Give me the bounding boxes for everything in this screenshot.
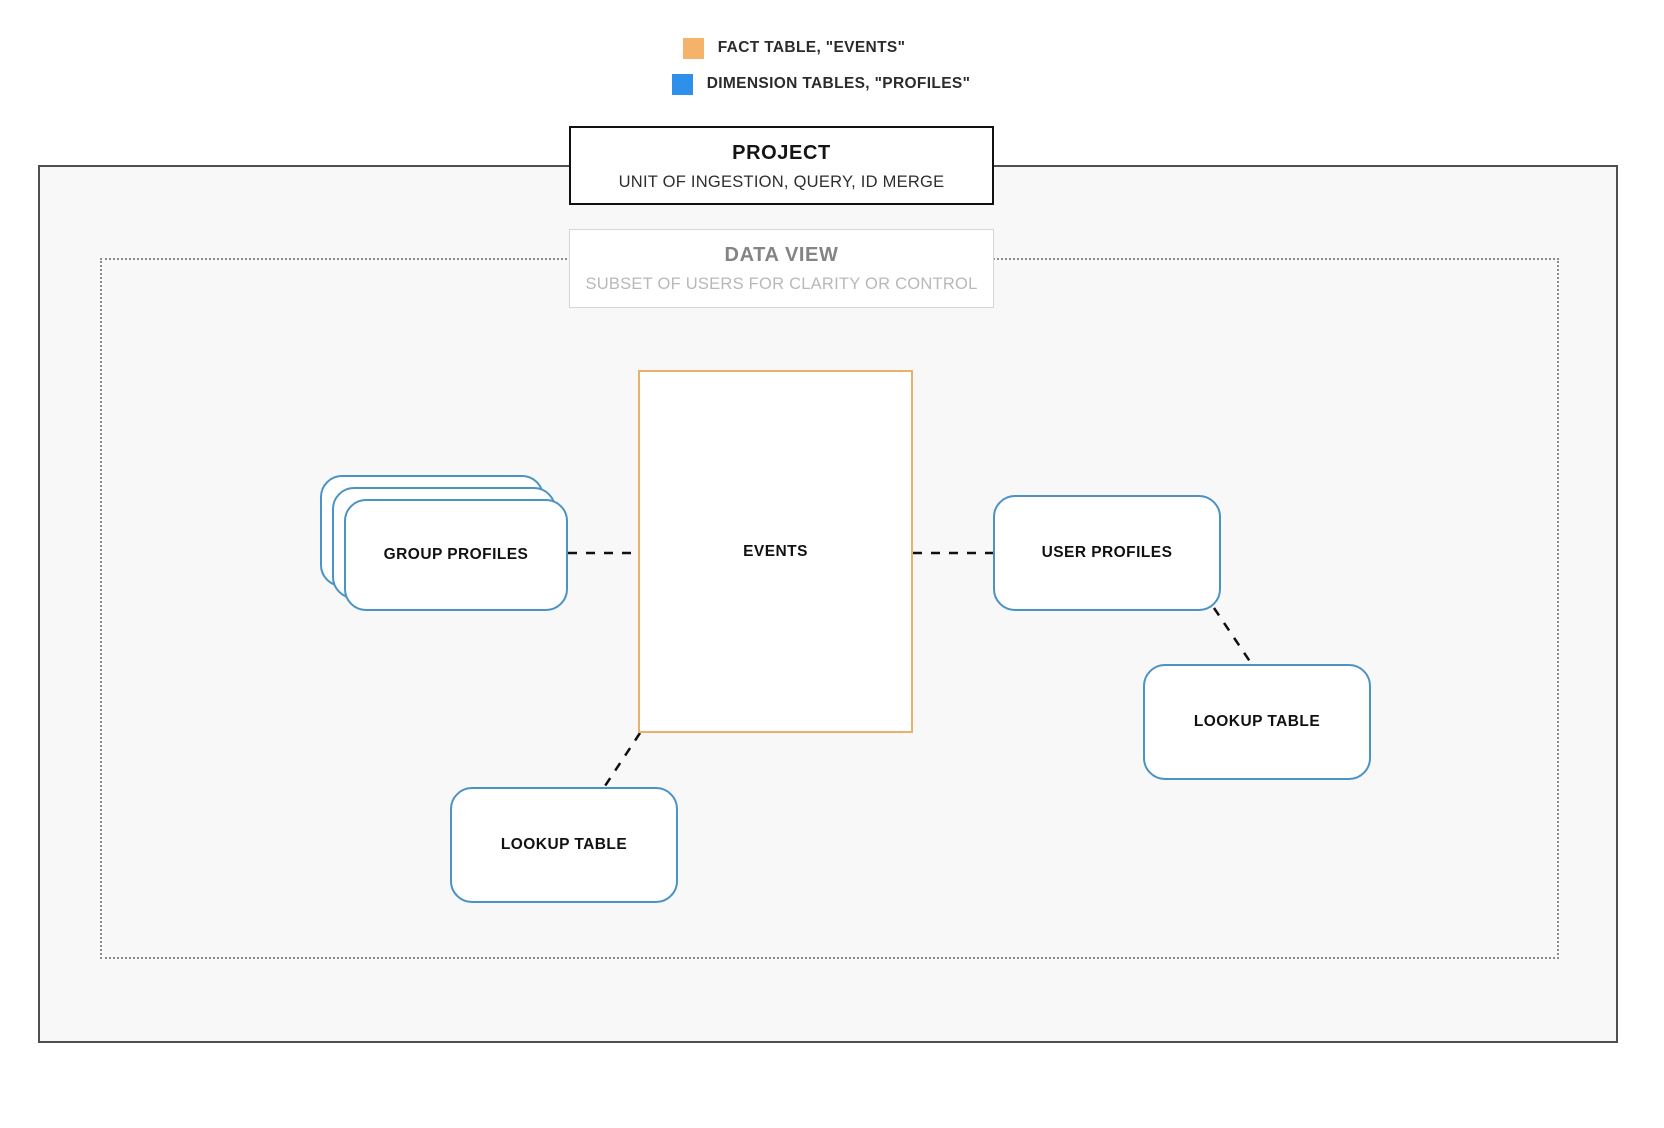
data-view-title: DATA VIEW xyxy=(724,244,839,266)
node-lookup-table-right-label: LOOKUP TABLE xyxy=(1193,713,1321,730)
node-group-profiles[interactable]: GROUP PROFILES xyxy=(320,475,568,611)
node-lookup-table-left[interactable]: LOOKUP TABLE xyxy=(450,787,678,903)
project-title: PROJECT xyxy=(732,142,831,164)
node-group-profiles-label: GROUP PROFILES xyxy=(383,546,529,563)
node-events-label: EVENTS xyxy=(743,542,808,560)
node-events[interactable]: EVENTS xyxy=(638,370,913,733)
node-user-profiles-label: USER PROFILES xyxy=(1041,544,1173,561)
legend-item-fact-table: FACT TABLE, "EVENTS" xyxy=(0,30,1664,66)
legend-item-label: FACT TABLE, "EVENTS" xyxy=(717,39,906,56)
legend-item-dimension-tables: DIMENSION TABLES, "PROFILES" xyxy=(0,66,1664,102)
square-swatch-icon xyxy=(671,73,693,95)
node-lookup-table-right[interactable]: LOOKUP TABLE xyxy=(1143,664,1371,780)
legend-item-label: DIMENSION TABLES, "PROFILES" xyxy=(706,75,971,92)
legend: FACT TABLE, "EVENTS" DIMENSION TABLES, "… xyxy=(0,30,1664,102)
project-title-box: PROJECT UNIT OF INGESTION, QUERY, ID MER… xyxy=(569,126,994,205)
square-swatch-icon xyxy=(682,37,704,59)
data-view-subtitle: SUBSET OF USERS FOR CLARITY OR CONTROL xyxy=(585,275,978,293)
group-profiles-card-front[interactable]: GROUP PROFILES xyxy=(344,499,568,611)
project-subtitle: UNIT OF INGESTION, QUERY, ID MERGE xyxy=(618,173,945,191)
data-view-title-box: DATA VIEW SUBSET OF USERS FOR CLARITY OR… xyxy=(569,229,994,308)
node-user-profiles[interactable]: USER PROFILES xyxy=(993,495,1221,611)
node-lookup-table-left-label: LOOKUP TABLE xyxy=(500,836,628,853)
